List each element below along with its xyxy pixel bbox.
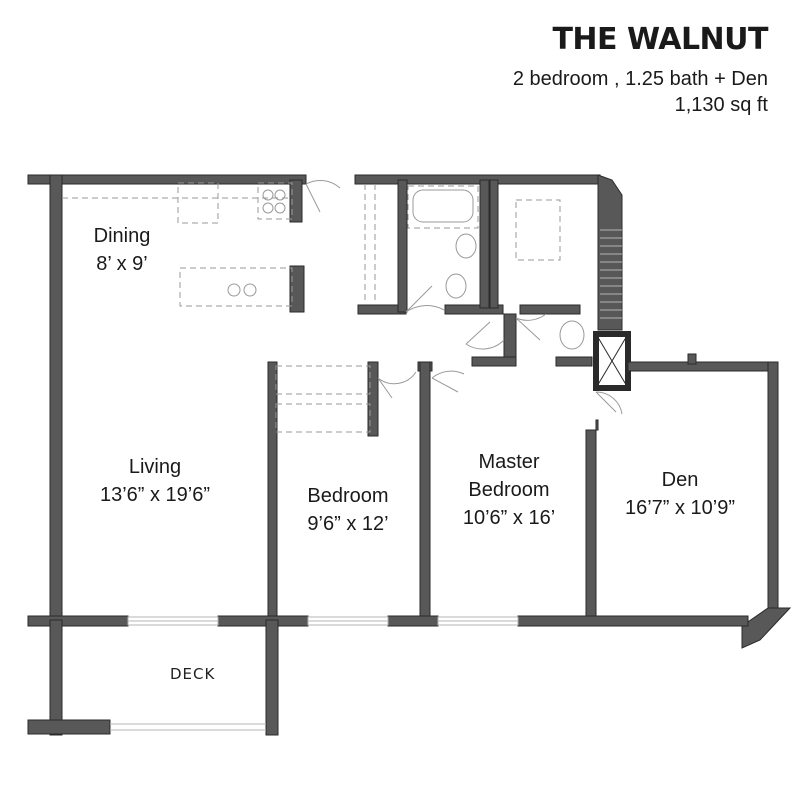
plan-subtitle: 2 bedroom , 1.25 bath + Den bbox=[512, 68, 768, 90]
room-master-bedroom: Master Bedroom 10’6” x 16’ bbox=[444, 448, 574, 532]
room-den-name: Den bbox=[661, 469, 699, 491]
plan-title: THE WALNUT bbox=[552, 22, 768, 57]
room-den: Den 16’7” x 10’9” bbox=[608, 466, 752, 522]
room-deck: DECK bbox=[170, 665, 216, 683]
fixture-details bbox=[227, 189, 585, 350]
walls bbox=[27, 174, 792, 736]
stairs bbox=[600, 229, 622, 319]
room-master-name-line2: Bedroom bbox=[468, 479, 550, 501]
doors bbox=[305, 179, 623, 415]
room-living-name: Living bbox=[128, 456, 182, 478]
room-master-size: 10’6” x 16’ bbox=[462, 507, 556, 529]
room-living-size: 13’6” x 19’6” bbox=[99, 484, 211, 506]
room-bedroom-size: 9’6” x 12’ bbox=[307, 513, 389, 535]
fixtures bbox=[62, 182, 561, 433]
room-living: Living 13’6” x 19’6” bbox=[80, 453, 230, 509]
room-dining-size: 8’ x 9’ bbox=[96, 253, 148, 275]
plan-header: THE WALNUT 2 bedroom , 1.25 bath + Den 1… bbox=[512, 22, 769, 118]
room-master-name-line1: Master bbox=[478, 451, 540, 473]
room-dining-name: Dining bbox=[93, 225, 151, 247]
windows bbox=[110, 616, 519, 731]
room-den-size: 16’7” x 10’9” bbox=[624, 497, 736, 519]
plan-square-footage: 1,130 sq ft bbox=[674, 94, 768, 116]
room-bedroom: Bedroom 9’6” x 12’ bbox=[288, 482, 408, 538]
room-bedroom-name: Bedroom bbox=[307, 485, 389, 507]
room-dining: Dining 8’ x 9’ bbox=[72, 222, 172, 278]
